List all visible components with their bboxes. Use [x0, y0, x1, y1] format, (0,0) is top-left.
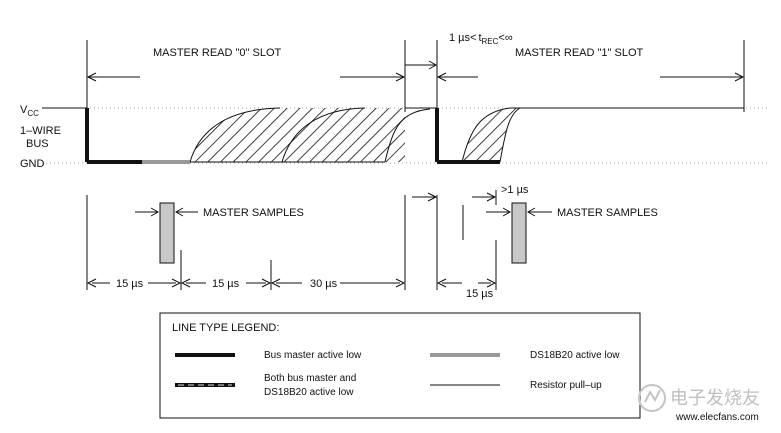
sample-window-left: MASTER SAMPLES [135, 202, 304, 264]
slot0-title: MASTER READ "0" SLOT [153, 47, 282, 59]
vcc-label: VCC [20, 104, 39, 118]
line-type-legend: LINE TYPE LEGEND: Bus master active low … [159, 312, 641, 419]
legend-title: LINE TYPE LEGEND: [172, 322, 279, 334]
timing-label-1: 15 µs [116, 278, 144, 290]
slot1-title: MASTER READ "1" SLOT [515, 47, 644, 59]
master-samples-right: MASTER SAMPLES [557, 207, 658, 219]
watermark-text: 电子发烧友 [670, 388, 760, 409]
waveform-slot1 [435, 107, 744, 164]
legend-item-both-line1: Both bus master and [264, 373, 356, 384]
bus-label-line2: BUS [26, 138, 49, 150]
slot1-header: MASTER READ "1" SLOT 1 µs<tREC<∞ [405, 32, 745, 112]
level-labels: VCC 1–WIRE BUS GND [20, 104, 61, 170]
watermark: 电子发烧友 www.elecfans.com [638, 384, 760, 423]
watermark-url: www.elecfans.com [675, 412, 759, 423]
timing-label-4: 15 µs [466, 288, 494, 300]
slot0-header: MASTER READ "0" SLOT [86, 40, 406, 112]
master-samples-left: MASTER SAMPLES [203, 207, 304, 219]
timing-label-2: 15 µs [212, 278, 240, 290]
gnd-label: GND [20, 158, 45, 170]
timing-markers: 15 µs 15 µs 30 µs 15 µs >1 µs [86, 184, 529, 300]
legend-item-pullup: Resistor pull–up [530, 380, 602, 391]
timing-label-3: 30 µs [310, 278, 338, 290]
sample-window-right: MASTER SAMPLES [486, 202, 658, 264]
timing-label-gt1: >1 µs [501, 184, 529, 196]
waveform-slot0 [42, 107, 437, 164]
legend-item-bus-master: Bus master active low [264, 350, 362, 361]
legend-item-both-line2: DS18B20 active low [264, 387, 354, 398]
legend-item-ds18b20: DS18B20 active low [530, 350, 620, 361]
bus-label-line1: 1–WIRE [20, 125, 61, 137]
trec-label: 1 µs<tREC<∞ [449, 32, 513, 46]
